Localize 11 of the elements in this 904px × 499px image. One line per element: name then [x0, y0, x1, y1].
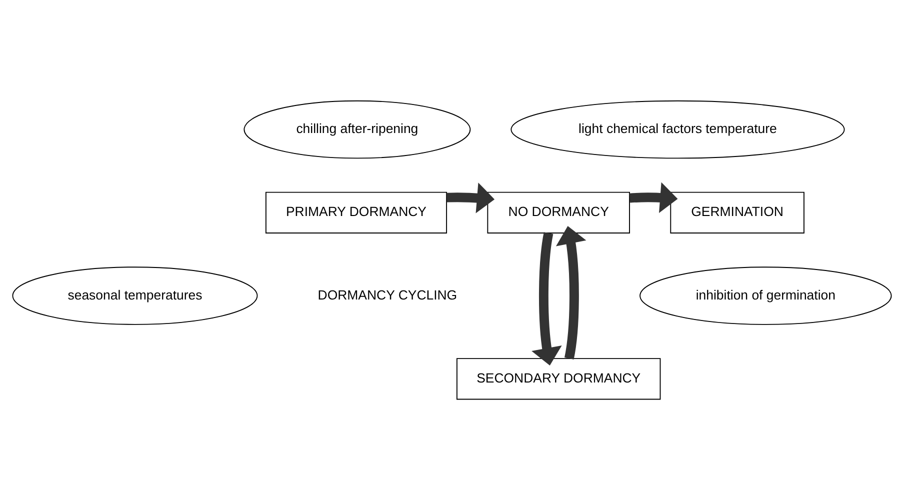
- node-box: PRIMARY DORMANCY: [265, 191, 448, 233]
- arrow: [630, 182, 678, 212]
- node-box: NO DORMANCY: [487, 191, 630, 233]
- node-box: GERMINATION: [670, 191, 804, 233]
- arrow: [446, 182, 495, 213]
- label: DORMANCY CYCLING: [318, 286, 458, 302]
- node-ellipse: chilling after-ripening: [244, 100, 471, 158]
- node-ellipse: seasonal temperatures: [12, 266, 258, 324]
- node-ellipse: light chemical factors temperature: [510, 100, 845, 158]
- node-box: SECONDARY DORMANCY: [456, 358, 661, 400]
- node-ellipse: inhibition of germination: [640, 266, 892, 324]
